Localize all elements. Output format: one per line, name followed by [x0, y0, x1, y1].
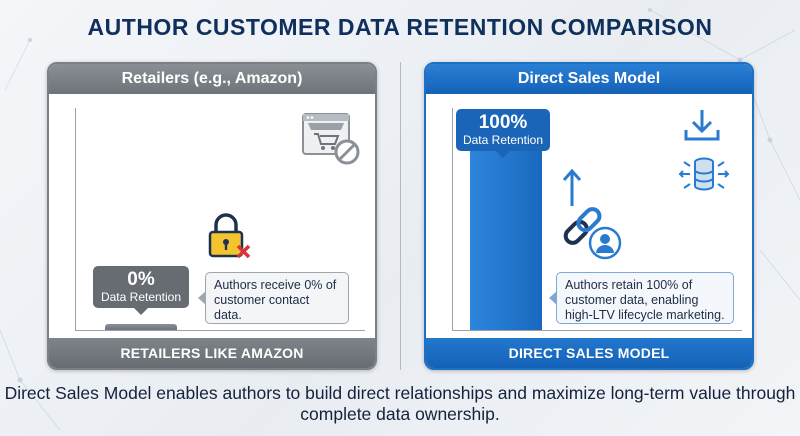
direct-callout: Authors retain 100% of customer data, en… [549, 272, 734, 324]
database-icon [678, 157, 730, 191]
user-icon [588, 226, 622, 260]
direct-value-sublabel: Data Retention [462, 133, 544, 147]
retailers-callout-text: Authors receive 0% of customer contact d… [214, 278, 337, 322]
direct-value: 100% [478, 112, 528, 133]
direct-callout-text: Authors retain 100% of customer data, en… [565, 278, 725, 322]
direct-sales-panel: Direct Sales Model 100% Data Retention A… [424, 62, 754, 370]
lock-denied-icon [208, 213, 251, 259]
direct-sales-panel-footer: DIRECT SALES MODEL [426, 338, 752, 368]
retailers-value-sublabel: Data Retention [100, 290, 182, 304]
retailers-panel-header: Retailers (e.g., Amazon) [49, 64, 375, 94]
download-icon [684, 110, 720, 141]
direct-sales-panel-header: Direct Sales Model [426, 64, 752, 94]
retailers-bar [105, 324, 177, 330]
panel-divider [400, 62, 401, 370]
retailers-panel-footer: RETAILERS LIKE AMAZON [49, 338, 375, 368]
store-blocked-icon [302, 113, 360, 165]
link-growth-icon [562, 168, 602, 245]
retailers-value-label: 0% Data Retention [93, 266, 189, 315]
page-title: AUTHOR CUSTOMER DATA RETENTION COMPARISO… [87, 14, 713, 40]
direct-x-axis [452, 330, 742, 331]
summary-text: Direct Sales Model enables authors to bu… [4, 383, 796, 424]
retailers-value: 0% [127, 269, 155, 290]
direct-sales-bar [470, 140, 542, 330]
direct-value-label: 100% Data Retention [456, 109, 550, 158]
direct-y-axis [452, 108, 453, 330]
retailers-y-axis [75, 108, 76, 330]
retailers-x-axis [75, 330, 365, 331]
retailers-panel: Retailers (e.g., Amazon) 0% Data Retenti… [47, 62, 377, 370]
retailers-callout: Authors receive 0% of customer contact d… [198, 272, 349, 324]
